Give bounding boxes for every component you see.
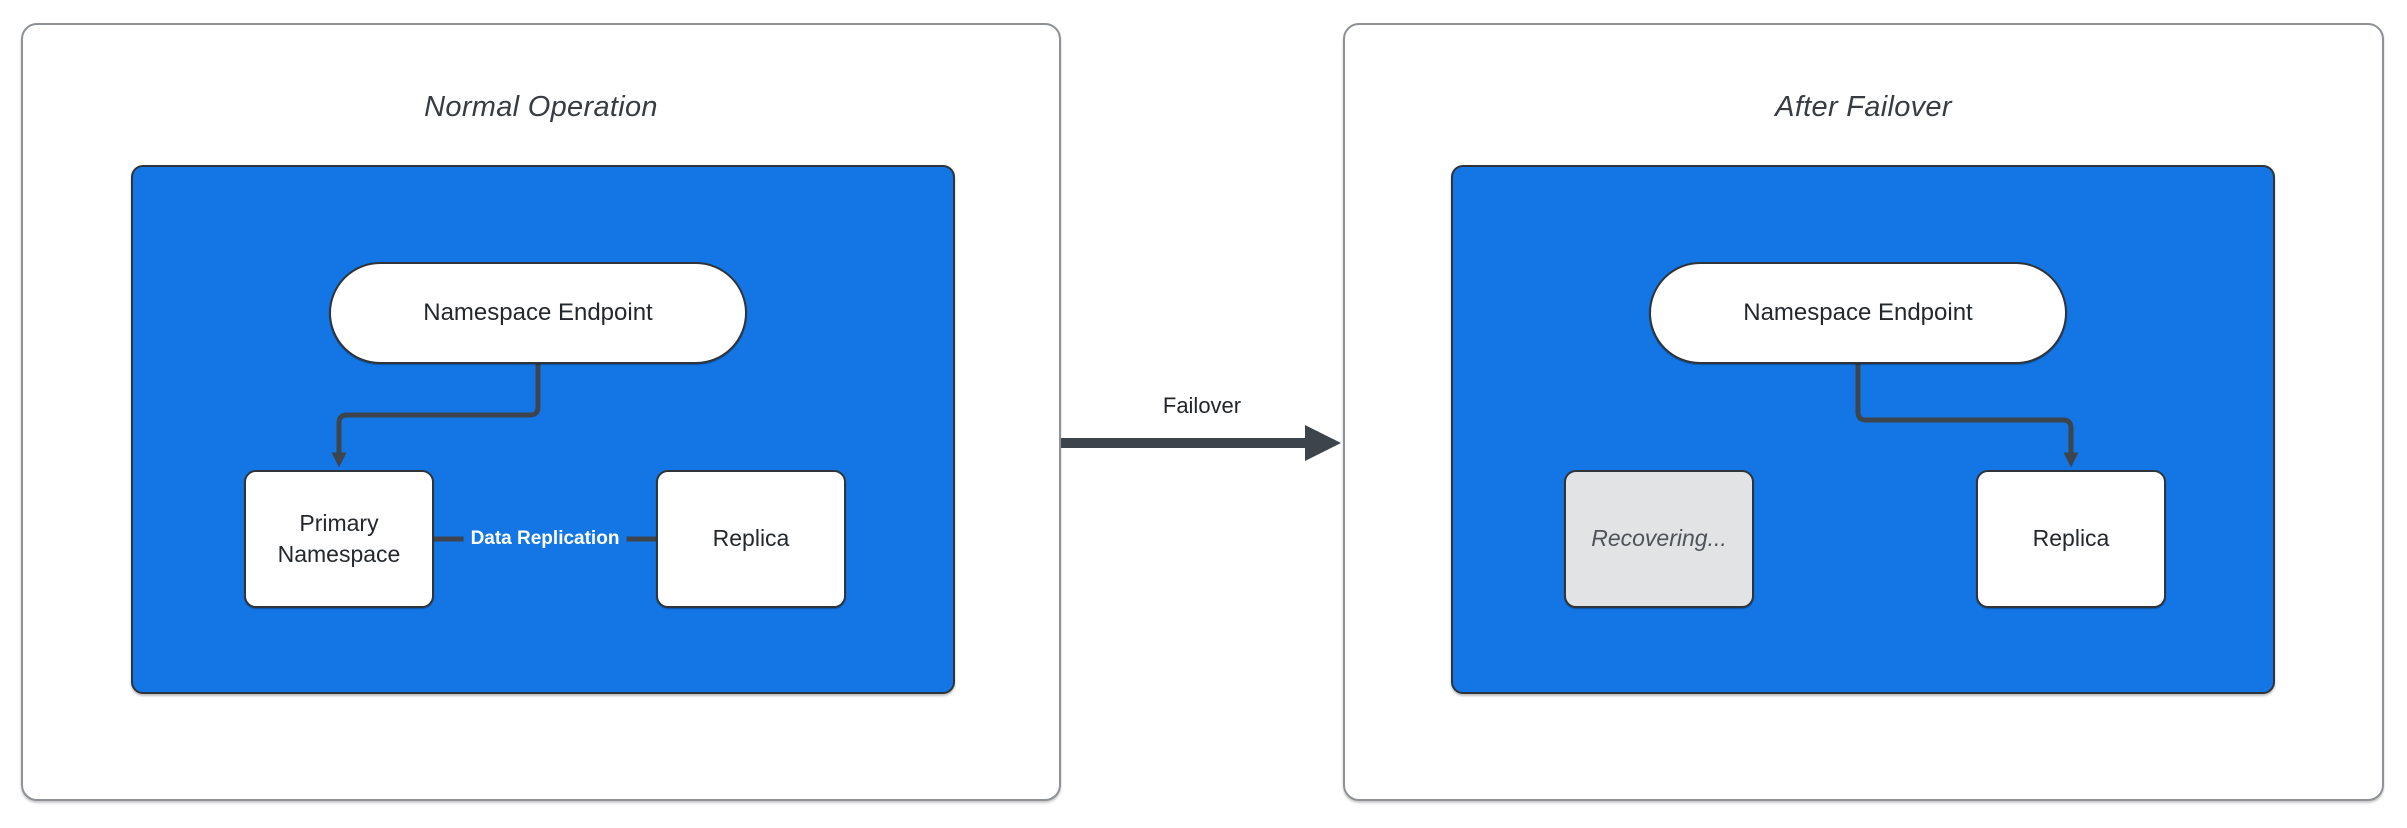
replica-label: Replica — [2032, 525, 2110, 552]
namespace-endpoint-node-failover: Namespace Endpoint — [1649, 262, 2067, 364]
namespace-endpoint-label: Namespace Endpoint — [423, 299, 653, 326]
recovering-label: Recovering... — [1591, 525, 1727, 552]
namespace-endpoint-node: Namespace Endpoint — [329, 262, 747, 364]
data-replication-label: Data Replication — [463, 526, 627, 552]
endpoint-to-replica-arrow — [1855, 364, 2079, 468]
panel-normal-operation: Normal Operation Namespace Endpoint — [21, 23, 1061, 801]
recovering-node: Recovering... — [1564, 470, 1754, 608]
panel-after-failover: After Failover Namespace Endpoint Recove… — [1343, 23, 2384, 801]
namespace-cluster-failover: Namespace Endpoint Recovering... Replica — [1451, 165, 2275, 694]
primary-namespace-label: Primary Namespace — [277, 509, 401, 567]
endpoint-to-primary-arrow — [331, 364, 781, 547]
failover-transition: Failover — [1061, 393, 1343, 475]
replica-label: Replica — [712, 525, 790, 552]
failover-label: Failover — [1162, 393, 1242, 418]
panel-title-normal-operation: Normal Operation — [424, 91, 658, 123]
namespace-cluster-normal: Namespace Endpoint Primary Namespace Dat… — [131, 165, 955, 694]
replica-node-failover: Replica — [1976, 470, 2166, 608]
namespace-endpoint-label: Namespace Endpoint — [1743, 299, 1973, 326]
panel-title-after-failover: After Failover — [1775, 91, 1952, 123]
failover-arrow — [1061, 425, 1341, 461]
primary-namespace-node: Primary Namespace — [244, 470, 434, 608]
replica-node-normal: Replica — [656, 470, 846, 608]
